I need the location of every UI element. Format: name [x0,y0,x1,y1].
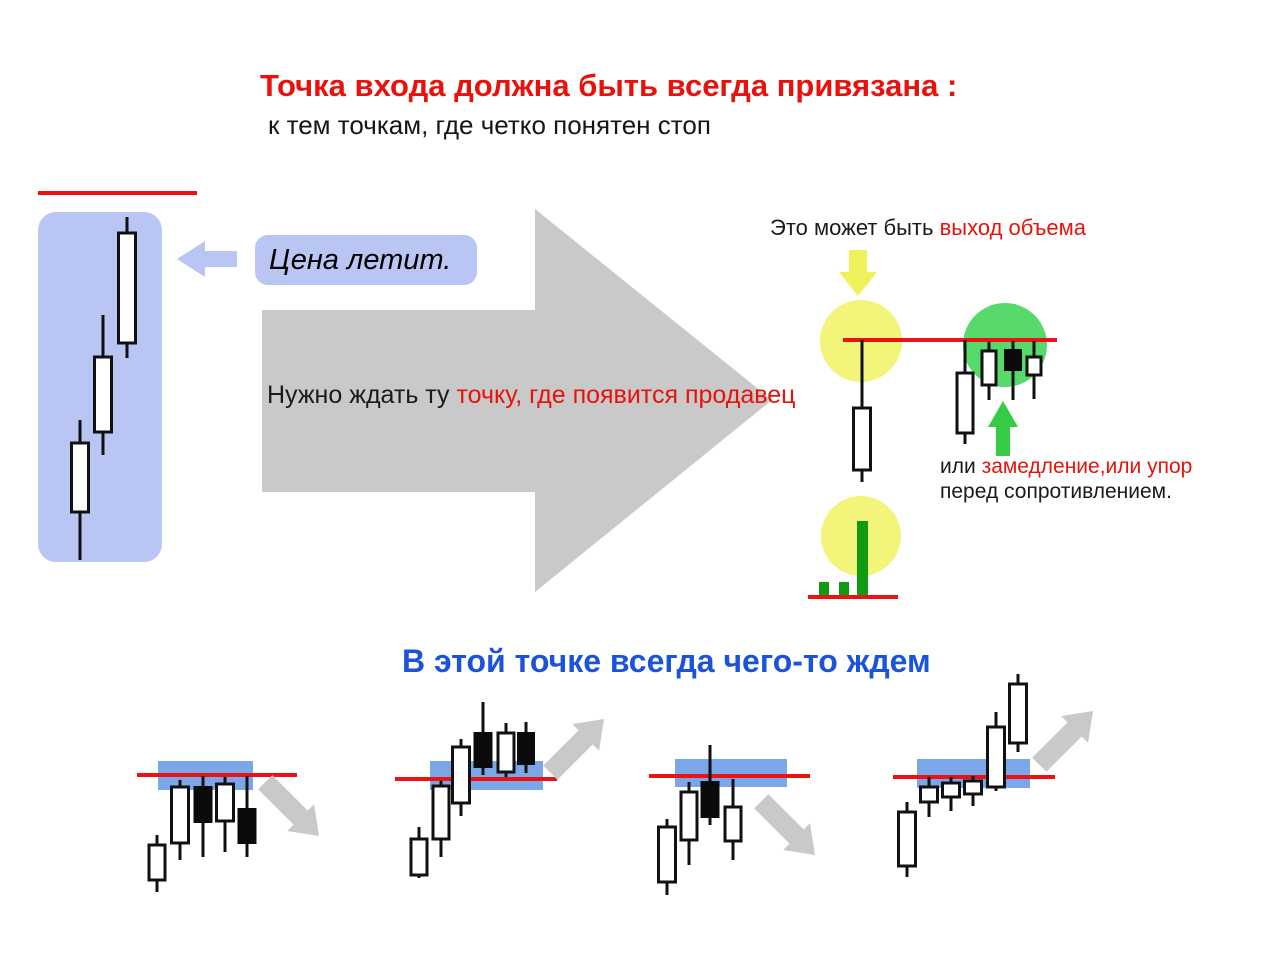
volume-bars [819,521,868,597]
candle-body [237,808,257,844]
price-flies-label: Цена летит. [255,235,477,285]
candle-body [1025,355,1043,377]
wait-text-red: точку, где появится продавец [456,381,796,409]
candle-body [723,805,743,843]
trend-down-arrow-icon [258,775,319,836]
candle-body [963,779,983,796]
candle-body [919,785,939,804]
candle-body [986,725,1006,789]
trend-up-arrow-icon [1032,711,1093,772]
up-arrow-icon [988,401,1018,456]
note-line1-black: или [940,455,982,478]
volume-bar [839,582,849,597]
candle-body [451,745,471,805]
pattern-2-candles [409,702,535,878]
trend-down-arrow-icon [754,794,815,855]
candle-body [517,732,535,765]
candle-body [897,810,917,868]
resistance-line [843,338,1057,342]
candle-body [215,782,235,823]
pattern-1-candles [147,776,257,892]
pattern-4-candles [897,674,1028,877]
wait-for-seller-text: Нужно ждать ту точку, где появится прода… [267,381,795,410]
candle-body [679,790,699,842]
candle-body [117,231,137,345]
candle-body [657,825,677,884]
candle-body [70,441,90,514]
page-subtitle: к тем точкам, где четко понятен стоп [268,110,711,140]
volume-bar [819,582,829,597]
candle-body [941,781,961,799]
note-line2: перед сопротивлением. [940,480,1172,503]
wait-text-black: Нужно ждать ту [267,381,457,409]
volume-exit-annotation: Это может быть выход объема [770,215,1086,241]
candle-body [431,784,451,841]
stop-line [395,777,557,781]
trend-up-arrow-icon [543,719,604,780]
stop-line [649,774,810,778]
left-arrow-icon [177,241,237,277]
note-line1-red: замедление,или упор [981,455,1193,478]
candle-body [193,786,213,823]
page-title: Точка входа должна быть всегда привязана… [260,68,958,103]
candle-body [147,843,167,882]
volume-exit-candle [852,340,872,482]
slowdown-candles [955,340,1043,444]
volume-bar [857,521,868,597]
left-stop-line [38,191,197,195]
annotation-black: Это может быть [770,215,940,240]
candle-body [980,349,998,387]
stop-line [137,773,297,777]
annotation-red: выход объема [939,215,1086,240]
candle-body [409,837,429,877]
down-arrow-icon [839,250,877,296]
candle-body [852,406,872,472]
candle-body [1008,682,1028,745]
bottom-heading: В этой точке всегда чего-то ждем [402,643,931,679]
candle-body [93,355,113,434]
big-right-arrow-icon [262,209,772,592]
volume-baseline [808,595,898,599]
candle-body [1004,349,1022,371]
candle-body [170,785,190,845]
candle-body [496,731,516,774]
pattern-3-candles [657,745,743,895]
left-panel-candles [70,217,137,560]
candle-body [700,781,720,818]
slowdown-note: или замедление,или упор перед сопротивле… [940,454,1210,504]
candle-body [955,371,975,435]
candle-body [473,732,493,768]
resistance-zone [675,759,787,787]
